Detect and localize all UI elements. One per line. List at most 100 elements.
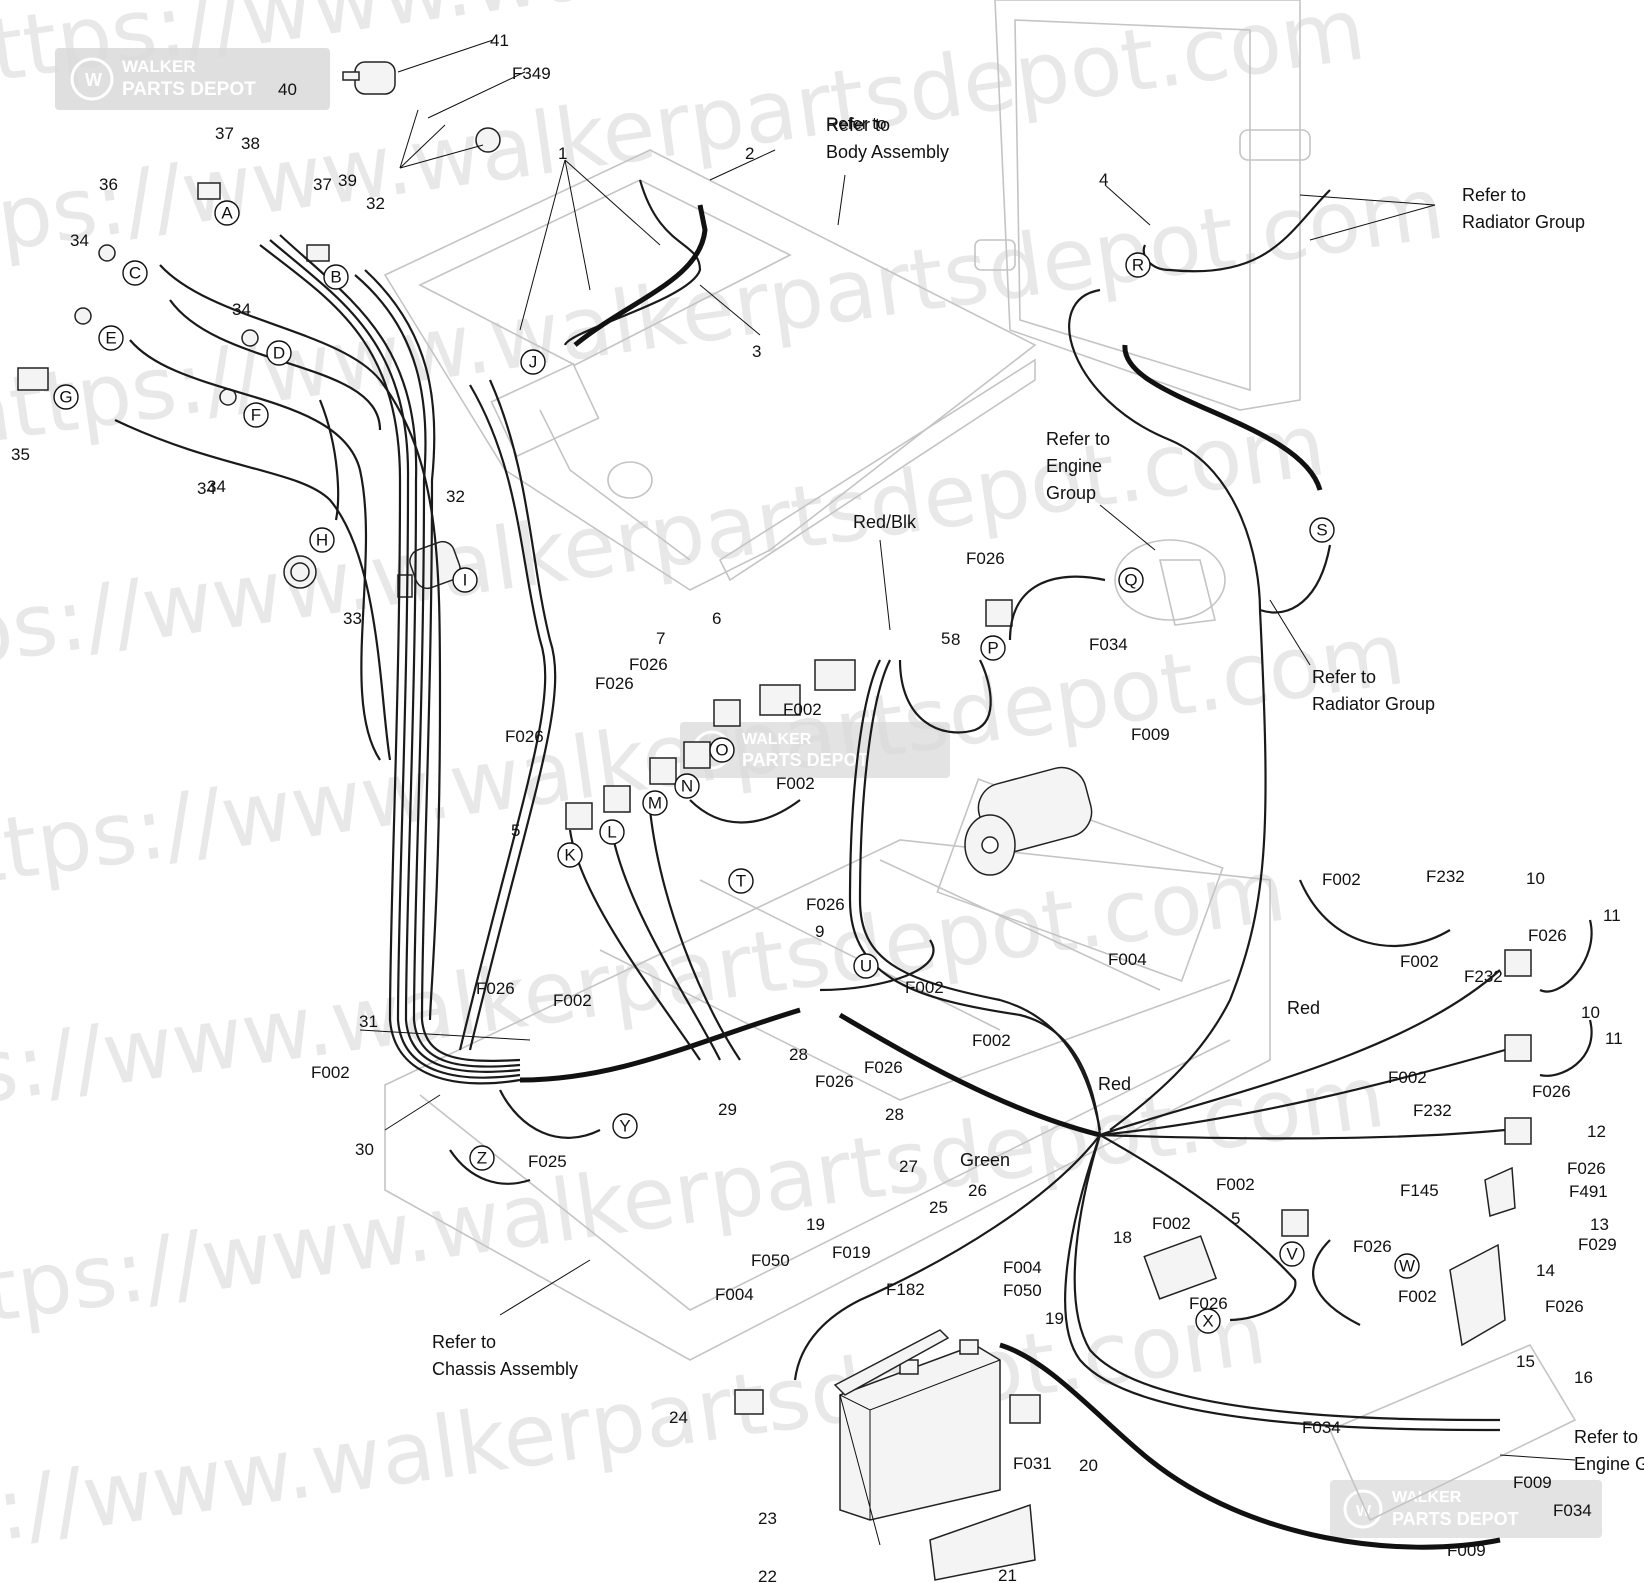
hour-meter (283, 555, 317, 589)
connector-callout: P (980, 635, 1006, 661)
battery-pad (929, 1503, 1036, 1581)
refer-note-line: Refer to (826, 115, 890, 135)
part-number-label: 23 (758, 1509, 777, 1528)
logo-line1: WALKER (1392, 1489, 1462, 1506)
logo: W WALKER PARTS DEPOT (55, 48, 330, 110)
callout-circle (1309, 517, 1335, 543)
logo: W WALKER PARTS DEPOT (1330, 1480, 1602, 1538)
engine-ghost (1114, 539, 1226, 626)
part-number-label: F050 (1003, 1281, 1042, 1300)
refer-note-line: Refer to (1574, 1427, 1638, 1447)
svg-text:W: W (85, 70, 102, 90)
part-number-label: 13 (1590, 1215, 1609, 1234)
callout-letter: N (681, 777, 693, 796)
connector-callout: U (853, 953, 879, 979)
wire-label: Red/Blk (853, 512, 917, 532)
callout-letter: Q (1124, 571, 1137, 590)
part-number-label: F029 (1578, 1235, 1617, 1254)
callout-letter: A (221, 204, 233, 223)
logo-line2: PARTS DEPOT (742, 750, 869, 770)
part-number-label: F009 (1131, 725, 1170, 744)
connector-callout: E (98, 325, 124, 351)
part-number-label: F034 (1089, 635, 1128, 654)
leader-lines (359, 39, 1576, 1461)
part-number-label: F026 (476, 979, 515, 998)
refer-note-line: Radiator Group (1312, 694, 1435, 714)
connector-callout: M (642, 790, 668, 816)
part-number-label: F002 (1152, 1214, 1191, 1233)
part-number-label: 26 (968, 1181, 987, 1200)
callout-letter: B (330, 268, 341, 287)
callout-circle (452, 567, 478, 593)
radiator-ghost (974, 0, 1311, 411)
callout-letter: M (648, 794, 662, 813)
part-number-label: 34 (70, 231, 89, 250)
part-number-label: 21 (998, 1566, 1017, 1583)
callout-circle (599, 819, 625, 845)
part-number-label: F026 (505, 727, 544, 746)
connector-callout: V (1279, 1241, 1305, 1267)
relay-group (565, 599, 1532, 1424)
part-number-label: 35 (11, 445, 30, 464)
part-number-label: F034 (1302, 1418, 1341, 1437)
part-number-label: 19 (806, 1215, 825, 1234)
part-number-label: 19 (1045, 1309, 1064, 1328)
part-number-label: 20 (1079, 1456, 1098, 1475)
part-number-label: 34 (207, 477, 226, 496)
callout-letter: P (987, 639, 998, 658)
callout-circle (323, 264, 349, 290)
connector-callout: H (309, 527, 335, 553)
main-harness (114, 179, 1593, 1550)
callout-circle (728, 868, 754, 894)
refer-note-line: Refer to (1462, 185, 1526, 205)
callout-letter: R (1132, 256, 1144, 275)
part-number-label: 2 (745, 144, 754, 163)
part-number-label: 34 (232, 300, 251, 319)
connector-callout: B (323, 264, 349, 290)
connector-callout: D (266, 340, 292, 366)
starter-motor (964, 766, 1093, 876)
part-number-label: F025 (528, 1152, 567, 1171)
part-number-label: 5 (511, 821, 520, 840)
callout-letter: Z (477, 1149, 487, 1168)
callout-circle (266, 340, 292, 366)
logo-line1: WALKER (742, 731, 812, 748)
connector-callout: X (1195, 1308, 1221, 1334)
callout-letter: L (607, 823, 616, 842)
part-number-label: 31 (359, 1012, 378, 1031)
part-number-label: 32 (446, 487, 465, 506)
part-number-label: F232 (1426, 867, 1465, 886)
part-number-label: F002 (783, 700, 822, 719)
part-number-label: F026 (1528, 926, 1567, 945)
callout-circle (557, 842, 583, 868)
connector-callout: Q (1118, 567, 1144, 593)
refer-note-line: Refer to (432, 1332, 496, 1352)
refer-note-line: Radiator Group (1462, 212, 1585, 232)
callout-circle (980, 635, 1006, 661)
part-number-label: F026 (864, 1058, 903, 1077)
wire-labels: Red/Blk Red Red Green (853, 512, 1320, 1170)
connector-callout: F (243, 402, 269, 428)
part-number-label: F002 (776, 774, 815, 793)
part-number-label: F009 (1513, 1473, 1552, 1492)
part-number-label: F002 (1400, 952, 1439, 971)
connector-callout: O (709, 737, 735, 763)
part-number-label: 37 (313, 175, 332, 194)
battery-holddown (833, 1329, 950, 1546)
part-number-label: F002 (905, 978, 944, 997)
callout-letter: S (1316, 521, 1327, 540)
callout-letter: H (316, 531, 328, 550)
callout-letter: K (564, 846, 576, 865)
refer-note-chassis: Refer to Chassis Assembly (432, 1332, 578, 1379)
connector-callout: J (520, 349, 546, 375)
part-number-label: 40 (278, 80, 297, 99)
part-number-label: 28 (885, 1105, 904, 1124)
wire-label: Red (1098, 1074, 1131, 1094)
refer-note-line: Refer to (1312, 667, 1376, 687)
part-number-label: 15 (1516, 1352, 1535, 1371)
part-number-label: 8 (951, 630, 960, 649)
callout-circle (53, 384, 79, 410)
callout-circle (243, 402, 269, 428)
part-number-label: 18 (1113, 1228, 1132, 1247)
part-number-label: F002 (1322, 870, 1361, 889)
